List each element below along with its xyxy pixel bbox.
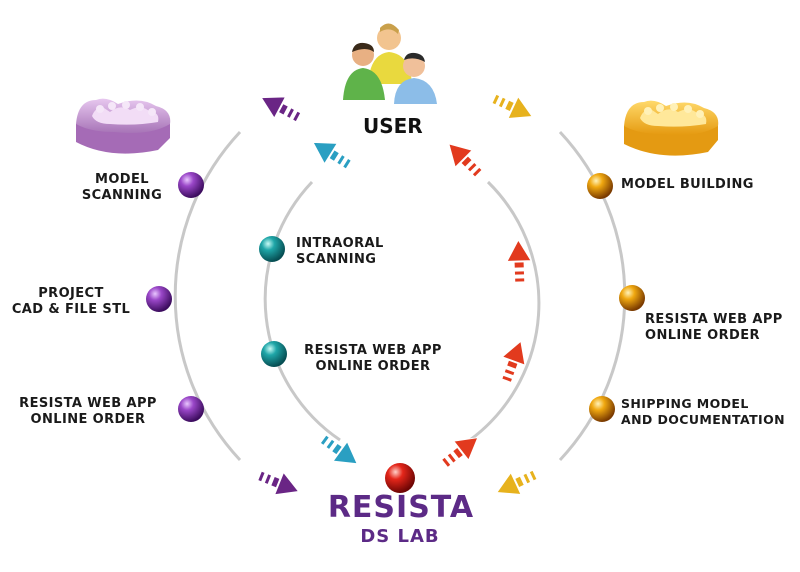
label-project-cad-line1: PROJECT <box>38 286 104 301</box>
user-label: USER <box>363 114 423 138</box>
label-right-web-app-line1: RESISTA WEB APP <box>645 312 783 327</box>
node-sphere-resista-lab <box>385 463 415 493</box>
label-right-web-app: RESISTA WEB APP ONLINE ORDER <box>645 312 783 344</box>
arrow-right-to-lab <box>491 463 541 504</box>
arrow-user-to-left <box>255 86 305 129</box>
label-model-building: MODEL BUILDING <box>621 177 754 193</box>
dental-model-gold-icon <box>624 100 719 156</box>
inner-ring-left <box>263 180 341 442</box>
label-model-scanning: MODEL SCANNING <box>72 172 172 204</box>
node-sphere-model-building <box>587 173 613 199</box>
label-inner-web-app-line1: RESISTA WEB APP <box>304 343 442 358</box>
label-shipping-line2: AND DOCUMENTATION <box>621 412 785 427</box>
arrow-left-to-lab <box>254 464 304 504</box>
arrow-inner-to-lab <box>315 428 365 474</box>
label-model-scanning-line1: MODEL <box>95 172 149 187</box>
connector-rings <box>173 130 627 462</box>
label-project-cad: PROJECT CAD & FILE STL <box>0 286 142 318</box>
outer-ring-left <box>173 130 242 462</box>
node-sphere-model-scanning <box>178 172 204 198</box>
inner-ring-right <box>469 180 541 442</box>
node-sphere-shipping <box>589 396 615 422</box>
arrow-lab-out-2 <box>494 336 533 386</box>
label-model-building-line1: MODEL BUILDING <box>621 177 754 192</box>
label-intraoral-line1: INTRAORAL <box>296 236 384 251</box>
node-sphere-project-cad <box>146 286 172 312</box>
label-shipping: SHIPPING MODEL AND DOCUMENTATION <box>621 396 785 428</box>
label-left-web-app-line1: RESISTA WEB APP <box>19 396 157 411</box>
label-intraoral-line2: SCANNING <box>296 252 377 267</box>
dental-model-purple-icon <box>76 98 171 154</box>
label-model-scanning-line2: SCANNING <box>81 188 163 203</box>
label-shipping-line1: SHIPPING MODEL <box>621 396 749 411</box>
label-right-web-app-line2: ONLINE ORDER <box>645 328 760 343</box>
node-sphere-left-web-app <box>178 396 204 422</box>
node-sphere-right-web-app <box>619 285 645 311</box>
node-sphere-intraoral <box>259 236 285 262</box>
label-inner-web-app-line2: ONLINE ORDER <box>315 359 431 374</box>
brand-subtitle: DS LAB <box>360 526 440 547</box>
arrow-user-to-inner <box>306 131 356 176</box>
label-project-cad-line2: CAD & FILE STL <box>11 302 131 317</box>
brand-title: RESISTA <box>327 490 475 525</box>
node-sphere-inner-web-app <box>261 341 287 367</box>
label-left-web-app: RESISTA WEB APP ONLINE ORDER <box>2 396 174 428</box>
arrow-lab-to-user <box>439 134 488 183</box>
user-group-icon <box>343 23 437 104</box>
label-left-web-app-line2: ONLINE ORDER <box>30 412 146 427</box>
label-inner-web-app: RESISTA WEB APP ONLINE ORDER <box>294 343 452 375</box>
arrow-user-to-right <box>488 87 538 128</box>
label-intraoral: INTRAORAL SCANNING <box>296 236 384 268</box>
